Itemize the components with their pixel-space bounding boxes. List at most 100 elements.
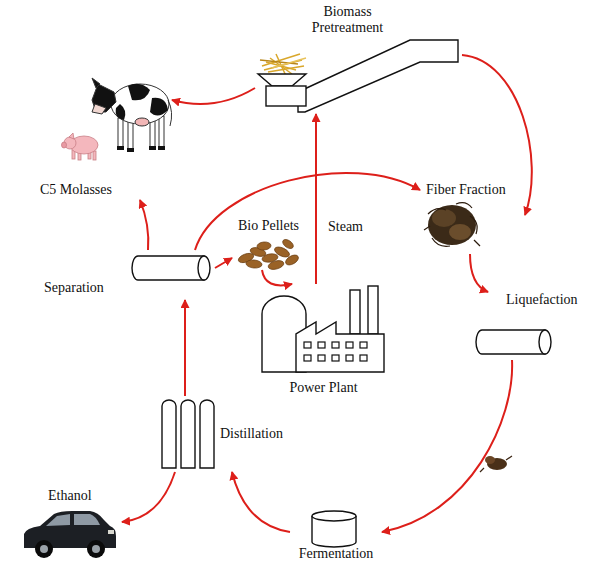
pellets-picture-part xyxy=(281,238,295,251)
distillation-node: Distillation xyxy=(158,396,290,472)
power-plant-picture-part-part xyxy=(304,355,311,361)
flow-arrow xyxy=(262,270,292,285)
flow-arrow xyxy=(315,114,317,284)
cow-picture-part xyxy=(92,78,100,88)
fiber-picture-part xyxy=(432,209,456,227)
pig-picture-part xyxy=(62,142,67,148)
fiber-picture-part-part xyxy=(432,238,450,246)
car-picture-part xyxy=(74,514,100,525)
cow-picture-part xyxy=(135,118,149,126)
car-picture-part xyxy=(35,540,53,558)
hopper-conveyor xyxy=(258,40,458,112)
fiber-picture-part xyxy=(424,203,480,247)
pig-picture-part xyxy=(69,133,74,139)
flow-arrow xyxy=(184,300,186,396)
node-label: Power Plant xyxy=(255,380,392,396)
node-label: C5 Molasses xyxy=(40,182,112,198)
cow-picture-part xyxy=(128,84,150,101)
flow-arrow xyxy=(232,472,290,532)
separation-cylinder xyxy=(132,256,210,280)
car-picture-part xyxy=(92,545,100,553)
liquefaction-cylinder-part xyxy=(539,330,551,354)
straw-picture xyxy=(260,54,306,76)
edge-label: Steam xyxy=(326,219,365,235)
straw-picture-part xyxy=(272,58,306,68)
node-label: Distillation xyxy=(220,426,283,442)
node-label: Ethanol xyxy=(48,488,92,504)
fiber-picture-part-part xyxy=(428,209,446,214)
molasses-node: C5 Molasses xyxy=(40,64,172,200)
cow-picture-part xyxy=(118,118,123,148)
pellets-node: Bio Pellets xyxy=(232,216,310,270)
car-picture xyxy=(24,511,116,558)
pellets-picture-part xyxy=(246,259,263,268)
cow-picture-part xyxy=(149,146,156,150)
separation-cylinder-part xyxy=(132,256,204,280)
distillation-columns-part xyxy=(162,400,176,468)
fiber-picture xyxy=(424,203,480,247)
hopper-conveyor-part xyxy=(258,74,306,86)
fermentation-node: Fermentation xyxy=(290,508,382,566)
distillation-columns-part xyxy=(200,400,214,468)
fiber-clump xyxy=(480,456,512,472)
flow-arrow xyxy=(195,173,420,250)
flow-arrow xyxy=(470,254,488,292)
node-label: Fermentation xyxy=(290,546,382,562)
fermentation-tank-part xyxy=(312,511,356,521)
ethanol-node: Ethanol xyxy=(18,486,122,562)
node-label: Biomass Pretreatment xyxy=(300,4,395,36)
cow-picture-part xyxy=(92,104,106,114)
power-plant-node: Power Plant xyxy=(255,284,392,400)
pellets-picture xyxy=(237,238,300,271)
fiber-picture-part-part xyxy=(424,226,430,230)
flow-arrow xyxy=(122,472,175,522)
power-plant-picture-part xyxy=(296,322,384,372)
car-picture-part xyxy=(46,514,70,526)
separation-node: Separation xyxy=(40,250,215,300)
distillation-columns xyxy=(162,400,214,468)
cow-picture-part xyxy=(159,116,164,148)
pellets-picture-part xyxy=(257,241,272,250)
liquefaction-cylinder-part xyxy=(476,330,545,354)
power-plant-picture-part-part xyxy=(360,355,367,361)
separation-cylinder-part xyxy=(198,256,210,280)
liquefaction-node: Liquefaction xyxy=(470,292,585,360)
flow-arrow xyxy=(140,200,148,250)
fiber-node: Fiber Fraction xyxy=(420,176,525,254)
node-label: Fiber Fraction xyxy=(426,182,506,198)
cow-picture-part xyxy=(127,148,134,152)
car-picture-part xyxy=(24,511,116,548)
power-plant-picture-part-part xyxy=(332,355,339,361)
cow-picture-part xyxy=(117,146,124,150)
fiber-picture-part xyxy=(428,205,476,245)
car-picture-part xyxy=(108,530,114,534)
power-plant-picture-part-part xyxy=(318,342,325,348)
power-plant-picture xyxy=(262,286,384,372)
cow-picture xyxy=(92,78,172,152)
fiber-clump-part xyxy=(480,456,512,472)
fiber-clump-part xyxy=(485,456,495,464)
power-plant-picture-part-part xyxy=(346,355,353,361)
power-plant-picture-part xyxy=(304,342,367,361)
cow-picture-part xyxy=(150,98,168,116)
fiber-picture-part-part xyxy=(470,216,477,234)
power-plant-picture-part xyxy=(350,290,360,334)
car-picture-part xyxy=(87,540,105,558)
pig-picture-part xyxy=(93,151,96,160)
power-plant-picture-part-part xyxy=(346,342,353,348)
flow-arrow xyxy=(172,88,255,104)
car-picture-part xyxy=(40,545,48,553)
hopper-conveyor-part xyxy=(266,86,306,106)
power-plant-picture-part-part xyxy=(332,342,339,348)
pig-picture xyxy=(62,133,99,160)
cow-picture-part xyxy=(158,146,165,150)
fermentation-tank xyxy=(312,511,356,547)
flow-arrow xyxy=(382,360,512,532)
fiber-picture-part xyxy=(449,224,471,240)
pretreatment-node: Biomass Pretreatment xyxy=(255,2,462,114)
node-label: Liquefaction xyxy=(506,292,578,308)
pellets-picture-part xyxy=(267,259,285,271)
hopper-conveyor-part xyxy=(298,40,458,112)
node-label: Bio Pellets xyxy=(238,218,299,234)
